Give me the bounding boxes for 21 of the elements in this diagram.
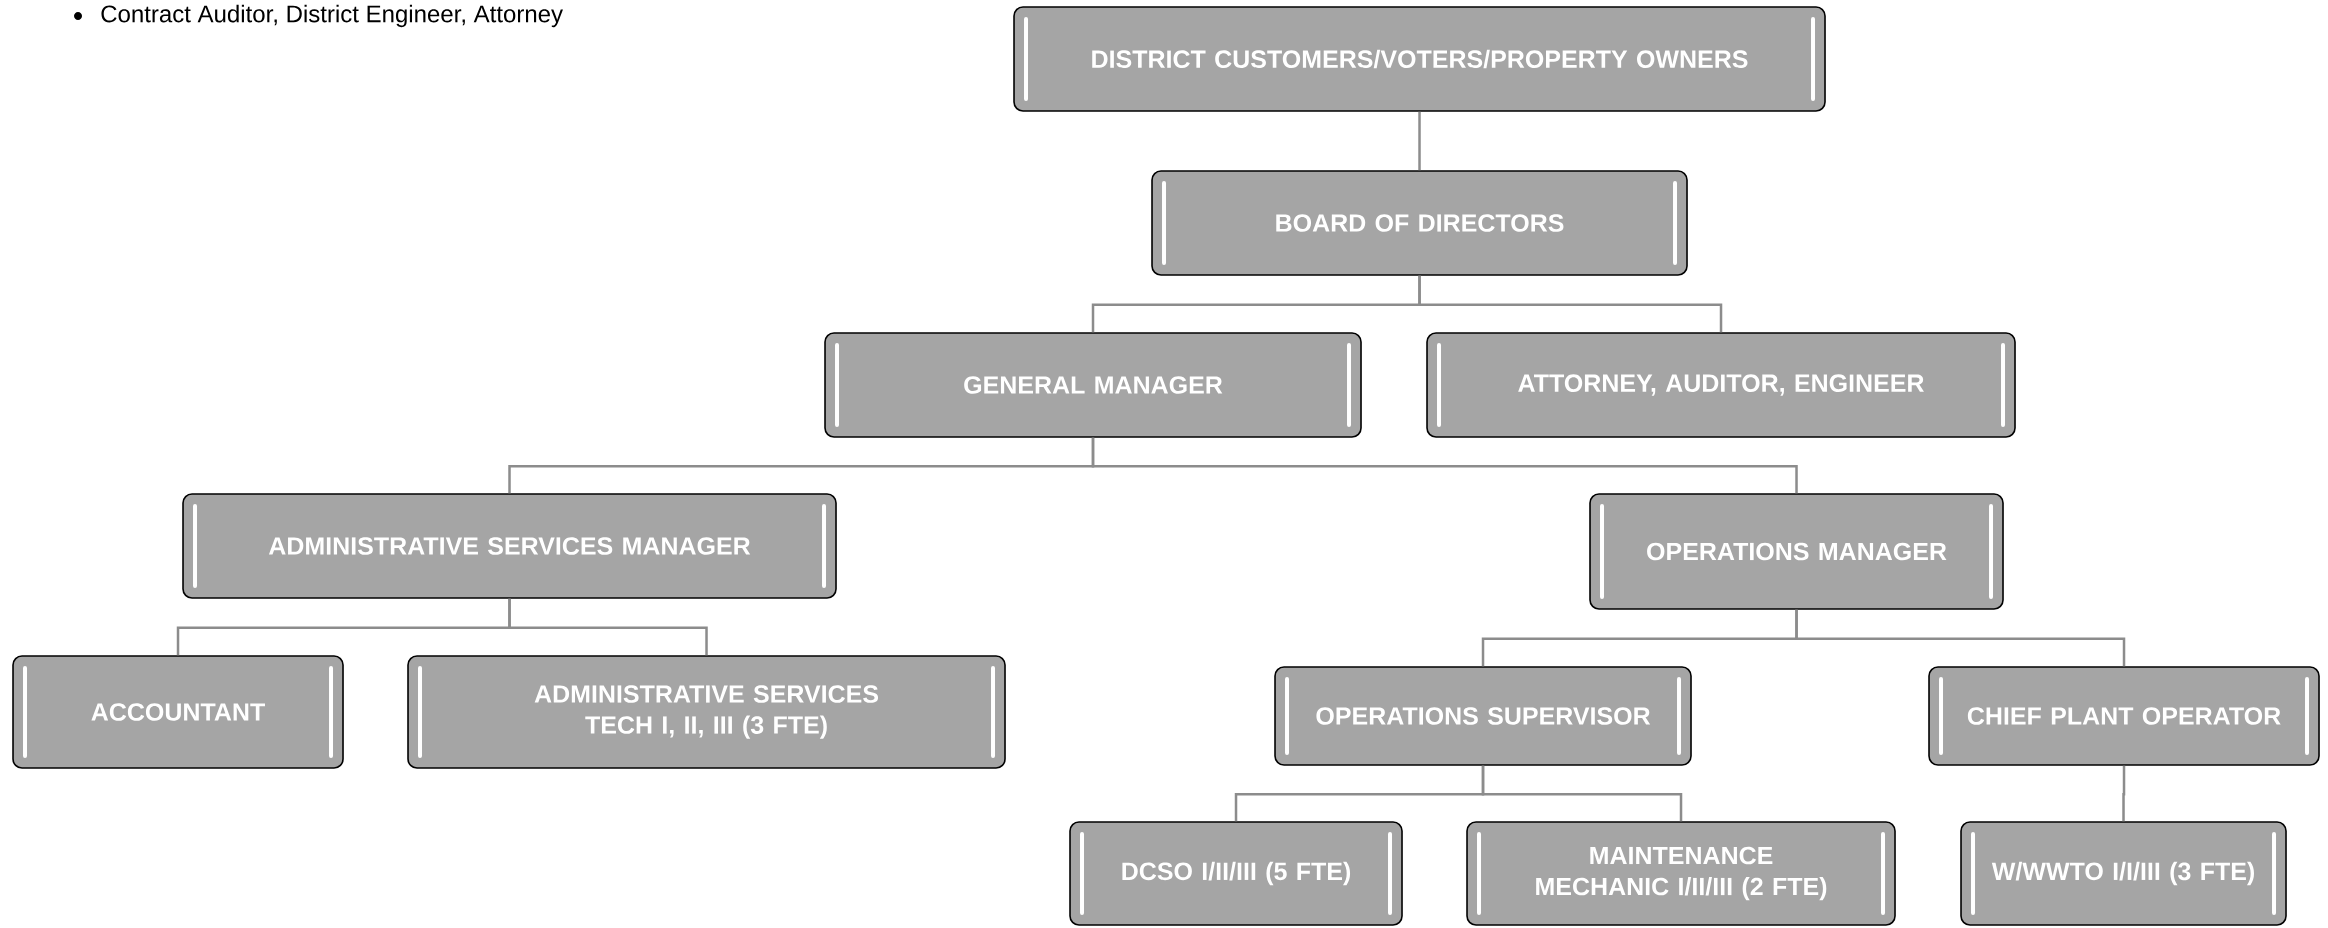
org-box: ADMINISTRATIVE SERVICES MANAGER <box>182 493 837 599</box>
org-box: ADMINISTRATIVE SERVICES TECH I, II, III (3 FTE) <box>407 655 1006 769</box>
org-box: OPERATIONS SUPERVISOR <box>1274 666 1692 766</box>
connector <box>508 598 708 656</box>
connector <box>1481 765 1683 822</box>
connector <box>1795 609 2126 667</box>
connector <box>1418 275 1723 333</box>
org-box: BOARD OF DIRECTORS <box>1151 170 1688 276</box>
connector <box>2122 765 2126 822</box>
org-box: CHIEF PLANT OPERATOR <box>1928 666 2320 766</box>
org-box: GENERAL MANAGER <box>824 332 1362 438</box>
org-box: DISTRICT CUSTOMERS/VOTERS/PROPERTY OWNERS <box>1013 6 1826 112</box>
org-box: DCSO I/II/III (5 FTE) <box>1069 821 1403 926</box>
org-box: MAINTENANCE MECHANIC I/II/III (2 FTE) <box>1466 821 1896 926</box>
connector <box>1091 437 1798 494</box>
org-box: W/WWTO I/I/III (3 FTE) <box>1960 821 2287 926</box>
org-box: ATTORNEY, AUDITOR, ENGINEER <box>1426 332 2016 438</box>
connector <box>1418 111 1421 171</box>
org-box: ACCOUNTANT <box>12 655 344 769</box>
org-box: OPERATIONS MANAGER <box>1589 493 2004 610</box>
note-text: Contract Auditor, District Engineer, Attorney <box>101 4 563 28</box>
